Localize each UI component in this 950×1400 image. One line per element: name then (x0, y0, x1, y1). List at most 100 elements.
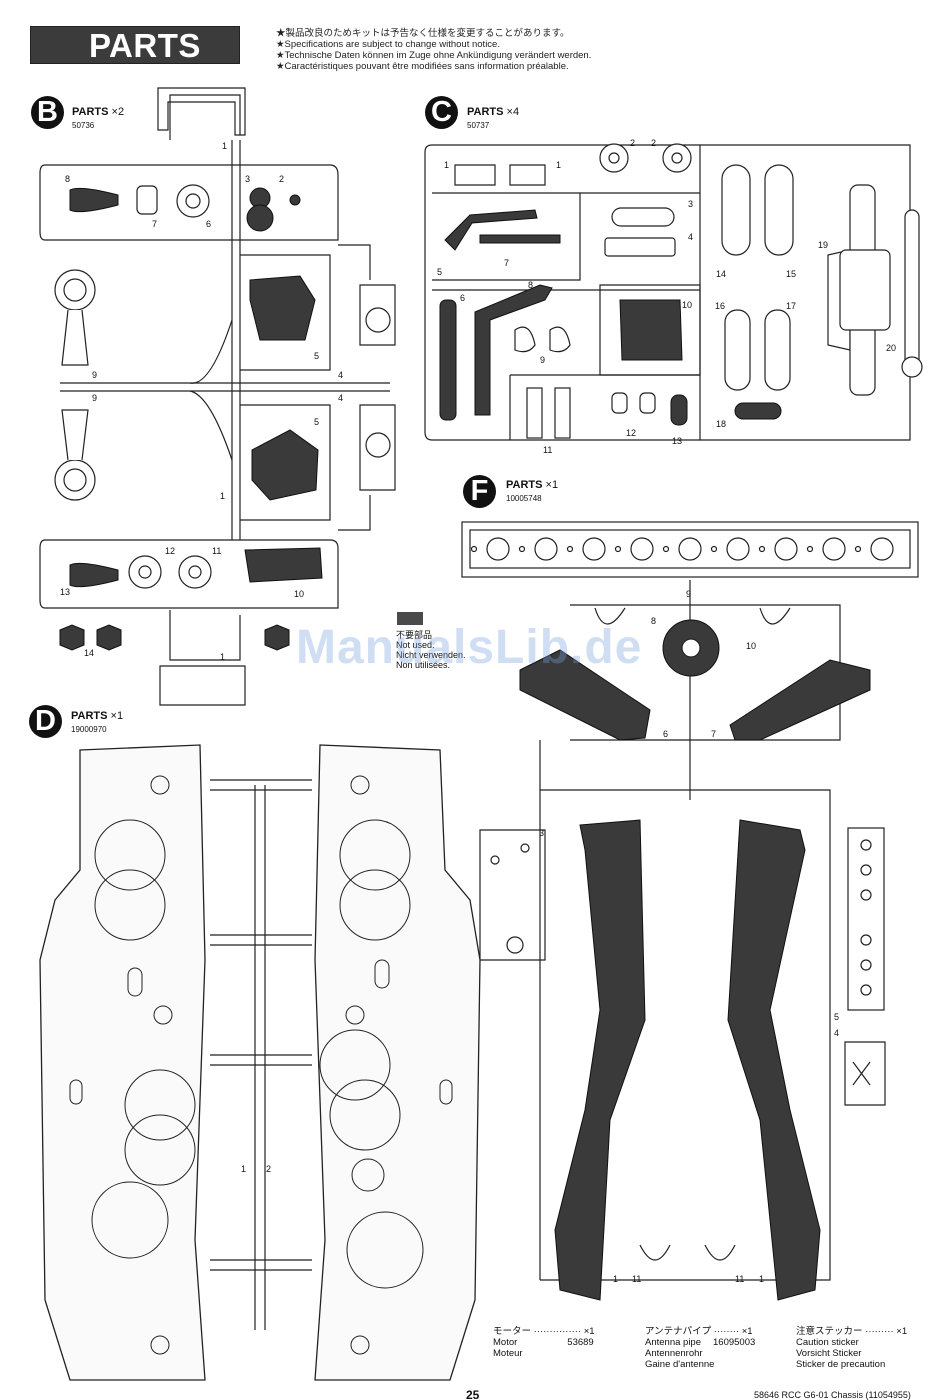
sprue-f-code: 10005748 (506, 494, 542, 503)
e-part-7: 7 (711, 729, 717, 739)
sprue-f-title: PARTS ×1 (506, 479, 559, 491)
f-plate-pin (854, 545, 862, 553)
b-part-13: 13 (60, 587, 71, 597)
sprue-b-letter: B (31, 96, 64, 129)
f-plate-pin (566, 545, 574, 553)
f-plate-pin (710, 545, 718, 553)
sprue-d-code: 19000970 (71, 725, 107, 734)
b-part-1: 1 (222, 141, 228, 151)
b-part-10: 10 (294, 589, 305, 599)
sprue-c-title: PARTS ×4 (467, 106, 520, 118)
sprue-b-title: PARTS ×2 (72, 106, 125, 118)
b-part-1b: 1 (220, 491, 226, 501)
f-plate-hole (774, 537, 798, 561)
parts-banner: PARTS (30, 26, 240, 64)
c-part-2a: 2 (630, 138, 636, 148)
watermark: ManualsLib.de (296, 621, 643, 674)
b-part-8: 8 (65, 174, 71, 184)
b-part-6: 6 (206, 219, 212, 229)
f-plate-pin (806, 545, 814, 553)
c-part-13: 13 (672, 436, 683, 446)
e-part-11a: 11 (632, 1274, 642, 1284)
note-ja: ★製品改良のためキットは予告なく仕様を変更することがあります。 (276, 28, 570, 39)
e-part-10: 10 (746, 641, 757, 651)
c-part-10: 10 (682, 300, 693, 310)
note-de: ★Technische Daten können im Zuge ohne An… (276, 50, 592, 61)
b-part-4a: 4 (338, 370, 344, 380)
b-part-11: 11 (212, 546, 222, 556)
c-part-18: 18 (716, 419, 727, 429)
e-part-3: 3 (539, 828, 545, 838)
f-plate-hole (822, 537, 846, 561)
b-part-14: 14 (84, 648, 95, 658)
f-plate-hole (726, 537, 750, 561)
c-part-14: 14 (716, 269, 727, 279)
c-part-8: 8 (528, 280, 534, 290)
c-part-1a: 1 (444, 160, 450, 170)
c-part-5: 5 (437, 267, 443, 277)
e-part-6: 6 (663, 729, 669, 739)
f-plate-hole (870, 537, 894, 561)
c-part-2b: 2 (651, 138, 657, 148)
f-plate-pin (758, 545, 766, 553)
sprue-d-title: PARTS ×1 (71, 710, 124, 722)
sprue-c-code: 50737 (467, 121, 490, 130)
d-part-2: 2 (266, 1164, 272, 1174)
sprue-b-code: 50736 (72, 121, 95, 130)
f-plate-pin (662, 545, 670, 553)
sprue-d-letter: D (29, 705, 62, 738)
f-plate-pin (614, 545, 622, 553)
f-plate-hole (630, 537, 654, 561)
spec-notes: ★製品改良のためキットは予告なく仕様を変更することがあります。 ★Specifi… (276, 28, 591, 72)
parts-banner-title: PARTS (89, 27, 201, 64)
unused-legend: 不要部品 Not used. Nicht verwenden. Non util… (396, 630, 466, 670)
d-part-1: 1 (241, 1164, 247, 1174)
note-fr: ★Caractéristiques pouvant être modifiées… (276, 61, 569, 72)
b-part-9a: 9 (92, 370, 98, 380)
c-part-11: 11 (543, 445, 553, 455)
b-part-12: 12 (165, 546, 176, 556)
e-part-8: 8 (651, 616, 657, 626)
b-part-1c: 1 (220, 652, 226, 662)
f-plate-hole (678, 537, 702, 561)
c-part-7: 7 (504, 258, 510, 268)
note-en: ★Specifications are subject to change wi… (276, 39, 500, 50)
c-part-15: 15 (786, 269, 797, 279)
c-part-9: 9 (540, 355, 546, 365)
b-part-2: 2 (279, 174, 285, 184)
c-part-20: 20 (886, 343, 897, 353)
e-part-9: 9 (686, 589, 692, 599)
b-part-5a: 5 (314, 351, 320, 361)
b-part-7: 7 (152, 219, 158, 229)
c-part-4: 4 (688, 232, 694, 242)
c-part-19: 19 (818, 240, 829, 250)
f-plate-pin (470, 545, 478, 553)
c-part-6: 6 (460, 293, 466, 303)
c-part-17: 17 (786, 301, 797, 311)
caution-sticker-item: 注意ステッカー ········· ×1 Caution sticker Vor… (796, 1326, 908, 1370)
f-plate-pin (518, 545, 526, 553)
footer-doc: 58646 RCC G6-01 Chassis (11054955) (754, 1390, 911, 1400)
sprue-f-letter: F (463, 475, 496, 508)
f-plate-hole (486, 537, 510, 561)
c-part-1b: 1 (556, 160, 562, 170)
b-part-4b: 4 (338, 393, 344, 403)
c-part-3: 3 (688, 199, 694, 209)
b-part-3: 3 (245, 174, 251, 184)
c-part-16: 16 (715, 301, 726, 311)
b-part-9b: 9 (92, 393, 98, 403)
e-part-4: 4 (834, 1028, 840, 1038)
f-plate-hole (534, 537, 558, 561)
page-number: 25 (466, 1388, 480, 1400)
unused-legend-swatch (397, 612, 423, 625)
e-part-11b: 11 (735, 1274, 745, 1284)
sprue-c-letter: C (425, 96, 458, 129)
